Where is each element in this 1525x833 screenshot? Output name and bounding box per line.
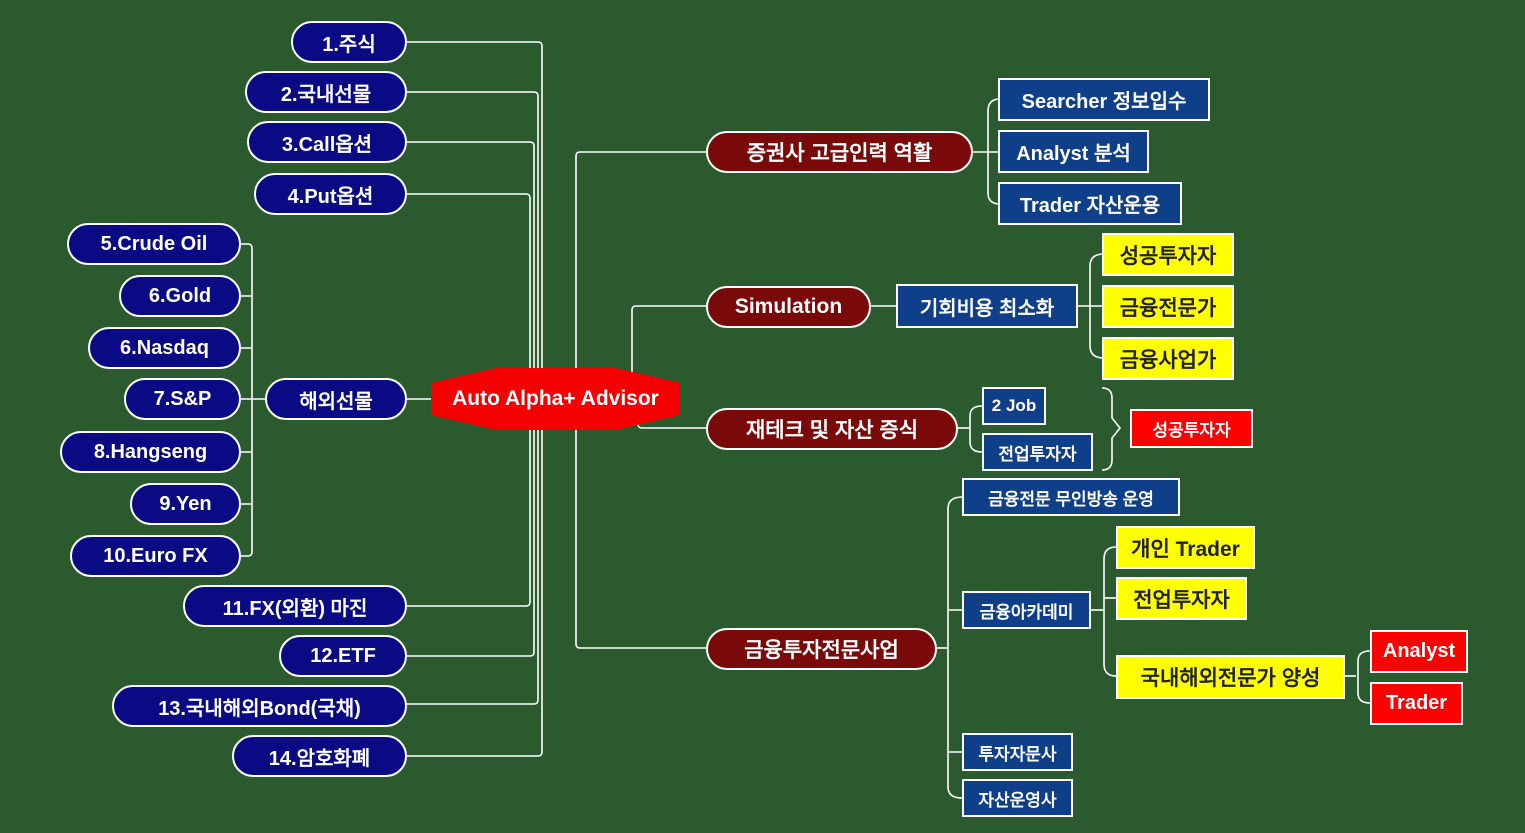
item-crypto[interactable]: 14.암호화폐 (232, 735, 407, 777)
connector-line (1089, 253, 1105, 359)
branch-finance-business[interactable]: 금융투자전문사업 (706, 628, 937, 670)
connector-line (1103, 546, 1117, 677)
connector-line (240, 243, 253, 557)
box-individual-trader[interactable]: 개인 Trader (1116, 526, 1255, 569)
box-trader-expert[interactable]: Trader (1370, 682, 1463, 725)
box-successful-investor[interactable]: 성공투자자 (1102, 233, 1234, 276)
connector-line (987, 98, 1001, 205)
item-nasdaq[interactable]: 6.Nasdaq (88, 327, 241, 369)
box-analyst[interactable]: Analyst 분석 (998, 130, 1149, 173)
box-trader[interactable]: Trader 자산운용 (998, 182, 1182, 225)
connector-line (947, 496, 963, 799)
branch-simulation[interactable]: Simulation (706, 286, 871, 328)
item-domestic-futures[interactable]: 2.국내선물 (245, 71, 407, 113)
item-crude-oil[interactable]: 5.Crude Oil (67, 223, 241, 265)
connector-line (240, 295, 268, 505)
overseas-futures-node[interactable]: 해외선물 (265, 378, 407, 420)
branch-securities[interactable]: 증권사 고급인력 역활 (706, 131, 973, 173)
item-euro-fx[interactable]: 10.Euro FX (70, 535, 241, 577)
box-2-job[interactable]: 2 Job (982, 387, 1046, 425)
box-finance-academy[interactable]: 금융아카데미 (962, 591, 1091, 629)
item-yen[interactable]: 9.Yen (130, 483, 241, 525)
box-expert-training[interactable]: 국내해외전문가 양성 (1116, 655, 1345, 699)
connector-line (575, 416, 708, 649)
item-bond[interactable]: 13.국내해외Bond(국채) (112, 685, 407, 727)
connector-line (1101, 387, 1122, 471)
connector-line (1357, 650, 1371, 704)
item-hangseng[interactable]: 8.Hangseng (60, 431, 241, 473)
box-asset-management[interactable]: 자산운영사 (962, 779, 1073, 817)
box-opportunity-cost[interactable]: 기회비용 최소화 (896, 284, 1078, 328)
box-unmanned-broadcast[interactable]: 금융전문 무인방송 운영 (962, 478, 1180, 516)
branch-wealth[interactable]: 재테크 및 자산 증식 (706, 408, 958, 450)
item-put-option[interactable]: 4.Put옵션 (254, 173, 407, 215)
root-node-auto-alpha-advisor[interactable]: Auto Alpha+ Advisor (431, 368, 680, 430)
item-etf[interactable]: 12.ETF (279, 635, 407, 677)
box-successful-investor-result[interactable]: 성공투자자 (1130, 409, 1253, 448)
box-finance-entrepreneur[interactable]: 금융사업가 (1102, 337, 1234, 380)
item-stock[interactable]: 1.주식 (291, 21, 407, 63)
box-full-time-investor[interactable]: 전업투자자 (982, 433, 1093, 471)
item-fx-margin[interactable]: 11.FX(외환) 마진 (183, 585, 407, 627)
box-investment-advisory[interactable]: 투자자문사 (962, 733, 1073, 771)
box-analyst-expert[interactable]: Analyst (1370, 630, 1468, 673)
connector-line (575, 151, 708, 382)
connector-line (631, 305, 708, 382)
item-call-option[interactable]: 3.Call옵션 (247, 121, 407, 163)
box-finance-expert[interactable]: 금융전문가 (1102, 285, 1234, 328)
connector-line (969, 405, 983, 453)
item-gold[interactable]: 6.Gold (119, 275, 241, 317)
connector-line (948, 609, 962, 753)
item-sp[interactable]: 7.S&P (124, 378, 241, 420)
box-full-time-investor-academy[interactable]: 전업투자자 (1116, 577, 1247, 620)
box-searcher[interactable]: Searcher 정보입수 (998, 78, 1210, 121)
